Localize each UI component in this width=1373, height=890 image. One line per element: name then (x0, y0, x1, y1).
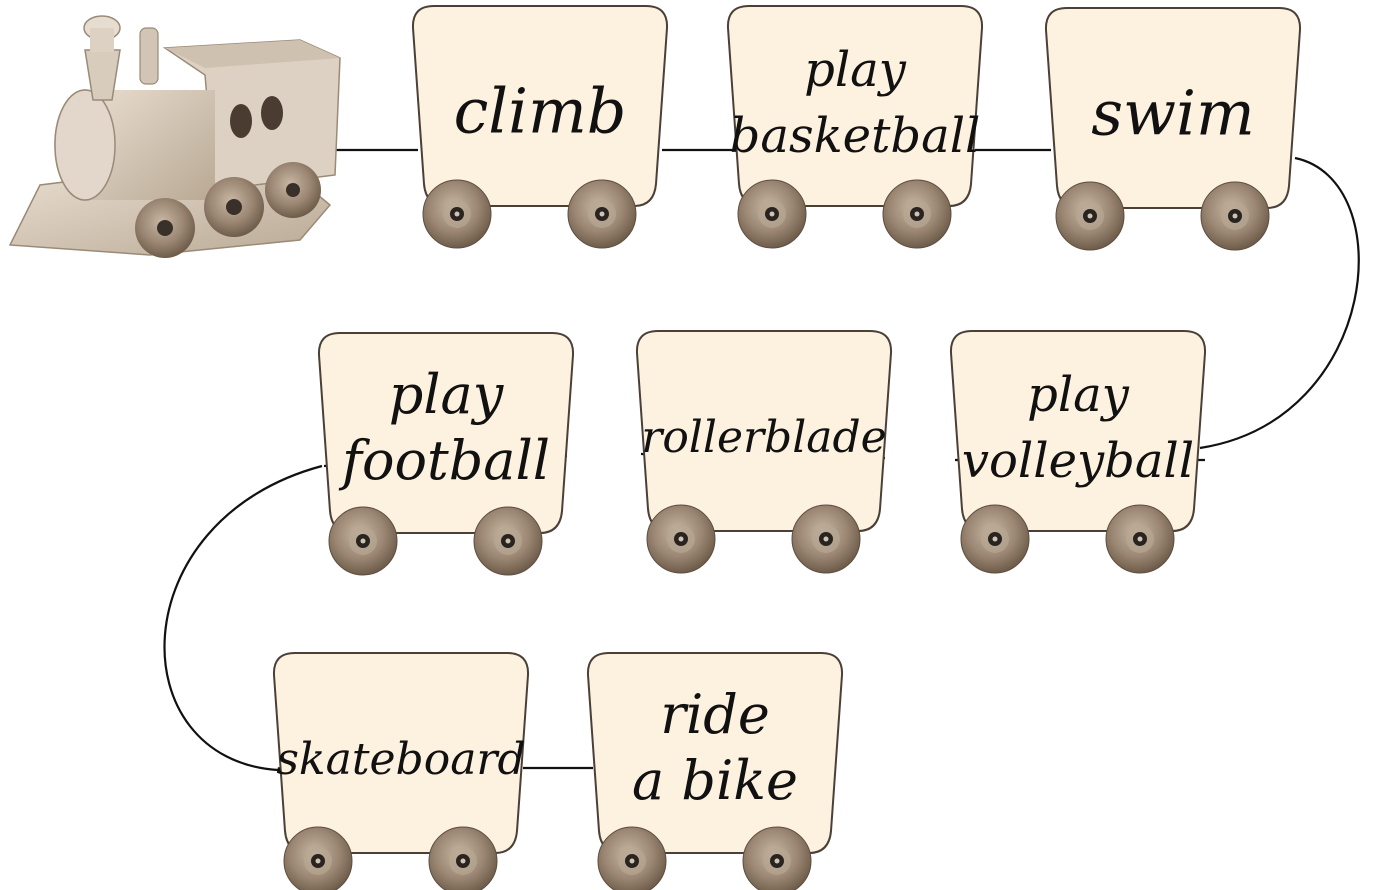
wagon-label[interactable]: a bike (632, 749, 798, 812)
wagon-label[interactable]: skateboard (276, 734, 525, 785)
wheel-icon (882, 179, 952, 249)
wheel-icon (473, 506, 543, 576)
wagon-label[interactable]: climb (454, 75, 627, 148)
wheel-icon (1105, 504, 1175, 574)
wagon: rollerblade (635, 330, 893, 574)
wagon: play basketball (726, 5, 984, 249)
wheel-icon (1200, 181, 1270, 251)
wagon-body (949, 330, 1207, 532)
wheel-icon (422, 179, 492, 249)
wagon-label[interactable]: ride (660, 683, 770, 746)
wagons: climb play basketball swim play volleyball rol… (272, 5, 1302, 890)
wagon-label[interactable]: play (1027, 367, 1130, 423)
wheel-icon (960, 504, 1030, 574)
rope-segment (163, 464, 323, 772)
locomotive-wheels (135, 162, 321, 258)
wagon: skateboard (272, 652, 530, 890)
wagon-label[interactable]: basketball (730, 108, 981, 164)
wheel-icon (791, 504, 861, 574)
wagon-label[interactable]: play (804, 42, 907, 98)
wagon-label[interactable]: rollerblade (641, 412, 886, 463)
rope-segment (1199, 156, 1360, 450)
wagon-label[interactable]: football (338, 429, 550, 492)
wheel-icon (567, 179, 637, 249)
wagon-label[interactable]: play (389, 363, 505, 426)
wagon: climb (411, 5, 669, 249)
wagon-label[interactable]: swim (1091, 77, 1255, 150)
wheel-icon (328, 506, 398, 576)
locomotive-icon (8, 15, 341, 258)
wheel-icon (428, 826, 498, 890)
wheel-icon (742, 826, 812, 890)
wheel-icon (597, 826, 667, 890)
wagon-body (726, 5, 984, 207)
wagon: play volleyball (949, 330, 1207, 574)
wheel-icon (646, 504, 716, 574)
wagon: swim (1044, 7, 1302, 251)
wagon-label[interactable]: volleyball (962, 433, 1194, 489)
wheel-icon (737, 179, 807, 249)
wheel-icon (1055, 181, 1125, 251)
wheel-icon (283, 826, 353, 890)
